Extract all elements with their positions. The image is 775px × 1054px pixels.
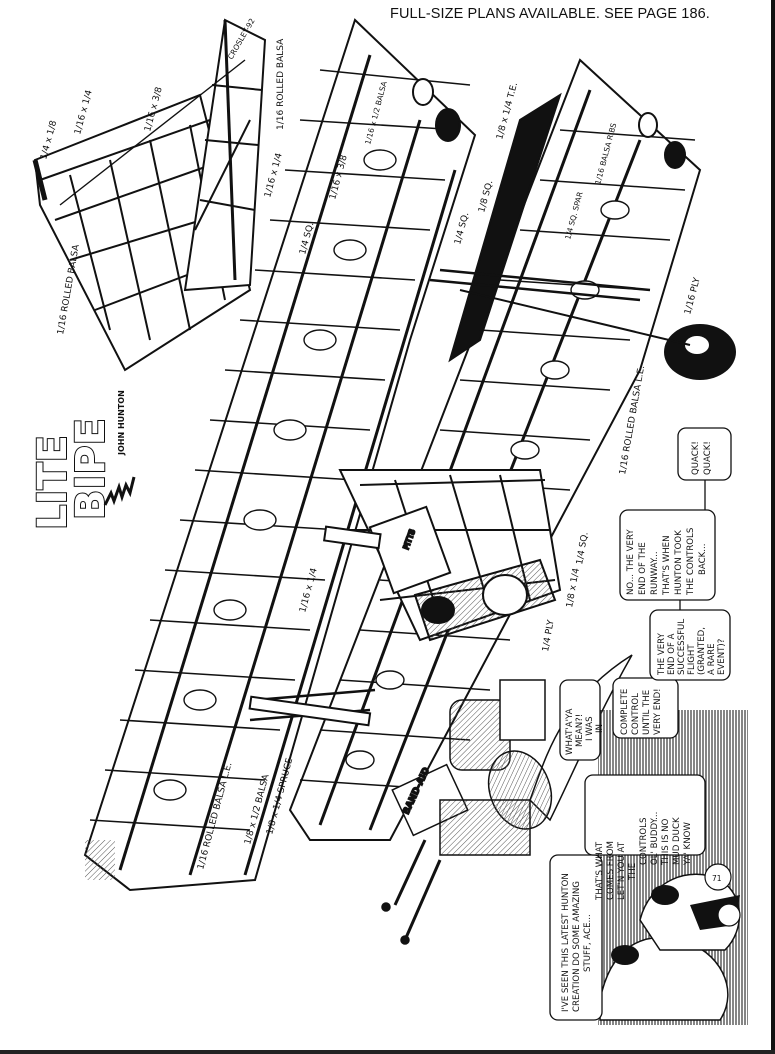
svg-text:COMES FROM: COMES FROM [606, 841, 616, 900]
svg-text:I'VE SEEN THIS LATEST HUNTON: I'VE SEEN THIS LATEST HUNTON [561, 873, 571, 1012]
svg-text:THE: THE [628, 863, 638, 881]
bubble-what-ya-mean [559, 679, 601, 761]
author-credit: JOHN HUNTON [117, 390, 126, 456]
label-fin-outline: 1/16 ROLLED BALSA [276, 38, 286, 130]
title-bipe: BIPE [68, 418, 114, 520]
bubble-text-1: THAT'S WHAT COMES FROM LET'N YOU AT THE … [595, 812, 693, 901]
svg-text:THIS IS NO: THIS IS NO [661, 818, 671, 866]
bubble-text-3: COMPLETE CONTROL UNTIL THE VERY END! [620, 688, 663, 735]
upper-wing [83, 18, 477, 892]
landing-wheel [459, 289, 736, 380]
speech-bubbles [549, 427, 732, 1021]
svg-text:CONTROLS: CONTROLS [639, 818, 649, 865]
svg-text:71: 71 [712, 874, 722, 883]
label-strut-sq-a: 1/4 SQ. [453, 211, 471, 245]
bubble-texts: I'VE SEEN THIS LATEST HUNTON CREATION DO… [561, 441, 727, 1012]
svg-text:MEAN?!: MEAN?! [575, 714, 585, 747]
author-swoosh [103, 476, 136, 506]
svg-text:EVENT)?: EVENT)? [717, 639, 727, 675]
label-stab-spar: 1/16 x 1/4 [73, 89, 95, 136]
bubble-very-end [649, 609, 731, 681]
svg-text:SUCCESSFUL: SUCCESSFUL [677, 619, 687, 675]
svg-text:WHAT'A'YA: WHAT'A'YA [565, 708, 575, 755]
svg-text:NO... THE VERY: NO... THE VERY [626, 529, 636, 595]
svg-text:THAT'S WHEN: THAT'S WHEN [662, 535, 672, 596]
label-fin-post: 1/16 x 1/4 [263, 152, 285, 199]
badge-71 [704, 863, 732, 891]
badge-rc [717, 903, 741, 927]
svg-text:I WAS: I WAS [585, 716, 595, 741]
page-edge-bottom [0, 1050, 775, 1054]
bubble-thats-what [584, 774, 706, 856]
vertical-fin [59, 18, 267, 292]
svg-text:THAT'S WHAT: THAT'S WHAT [595, 841, 605, 901]
svg-text:THE CONTROLS: THE CONTROLS [686, 528, 696, 596]
label-firewall-ply: 1/4 PLY [541, 619, 557, 653]
bubble-text-6: QUACK! QUACK! [691, 441, 713, 475]
bubble-seen-latest [549, 854, 603, 1021]
svg-text:COMPLETE: COMPLETE [620, 689, 630, 735]
svg-text:RUNWAY...: RUNWAY... [650, 551, 660, 595]
label-fuselage-sq: 1/4 SQ. [575, 531, 591, 565]
svg-text:QUACK!: QUACK! [703, 441, 713, 475]
svg-text:HUNTON TOOK: HUNTON TOOK [674, 530, 684, 595]
bubble-text-2: WHAT'A'YA MEAN?! I WAS IN [565, 708, 605, 755]
svg-text:END OF A: END OF A [667, 633, 677, 675]
label-wheel-ply: 1/16 PLY [683, 276, 703, 316]
label-strut-sq-b: 1/8 SQ. [477, 179, 495, 213]
svg-text:A RARE: A RARE [707, 643, 717, 675]
svg-text:VERY END!: VERY END! [653, 688, 663, 735]
svg-text:STUFF, ACE...: STUFF, ACE... [583, 914, 593, 972]
bubble-text-5: NO... THE VERY END OF THE RUNWAY... THAT… [626, 528, 708, 596]
title-block: LITE BIPE JOHN HUNTON [29, 390, 136, 531]
title-lite: LITE [30, 435, 76, 530]
bubble-text-4: THE VERY END OF A SUCCESSFUL FLIGHT (GRA… [657, 619, 727, 676]
svg-text:UNTIL THE: UNTIL THE [642, 690, 652, 735]
label-fuselage-longeron: 1/8 x 1/4 [565, 567, 582, 608]
svg-text:QUACK!: QUACK! [691, 441, 701, 475]
svg-text:FLIGHT: FLIGHT [687, 644, 697, 675]
label-stab-outline: 1/16 ROLLED BALSA [56, 243, 82, 335]
svg-text:THE VERY: THE VERY [657, 632, 667, 676]
svg-text:LET'N YOU AT: LET'N YOU AT [617, 841, 627, 900]
bubble-runway [619, 509, 716, 601]
svg-text:(GRANTED,: (GRANTED, [697, 627, 707, 675]
svg-text:MUD DUCK: MUD DUCK [672, 817, 682, 865]
bubble-complete-control [612, 677, 679, 739]
svg-text:OL' BUDDY...: OL' BUDDY... [650, 812, 660, 865]
svg-text:CONTROL: CONTROL [631, 693, 641, 735]
cabane-struts [248, 525, 382, 727]
svg-text:YA' KNOW: YA' KNOW [683, 822, 693, 866]
bubble-text-0: I'VE SEEN THIS LATEST HUNTON CREATION DO… [561, 873, 593, 1012]
svg-text:END OF THE: END OF THE [638, 542, 648, 595]
plans-available-note: FULL-SIZE PLANS AVAILABLE. SEE PAGE 186. [390, 6, 710, 22]
svg-text:IN: IN [595, 724, 605, 733]
page-edge-right [771, 0, 775, 1054]
cartoon-ducks: 71 [598, 710, 748, 1025]
fuselage: PITTS [338, 469, 562, 642]
svg-text:CREATION DO SOME AMAZING: CREATION DO SOME AMAZING [572, 881, 582, 1012]
svg-text:BACK...: BACK... [698, 544, 708, 575]
